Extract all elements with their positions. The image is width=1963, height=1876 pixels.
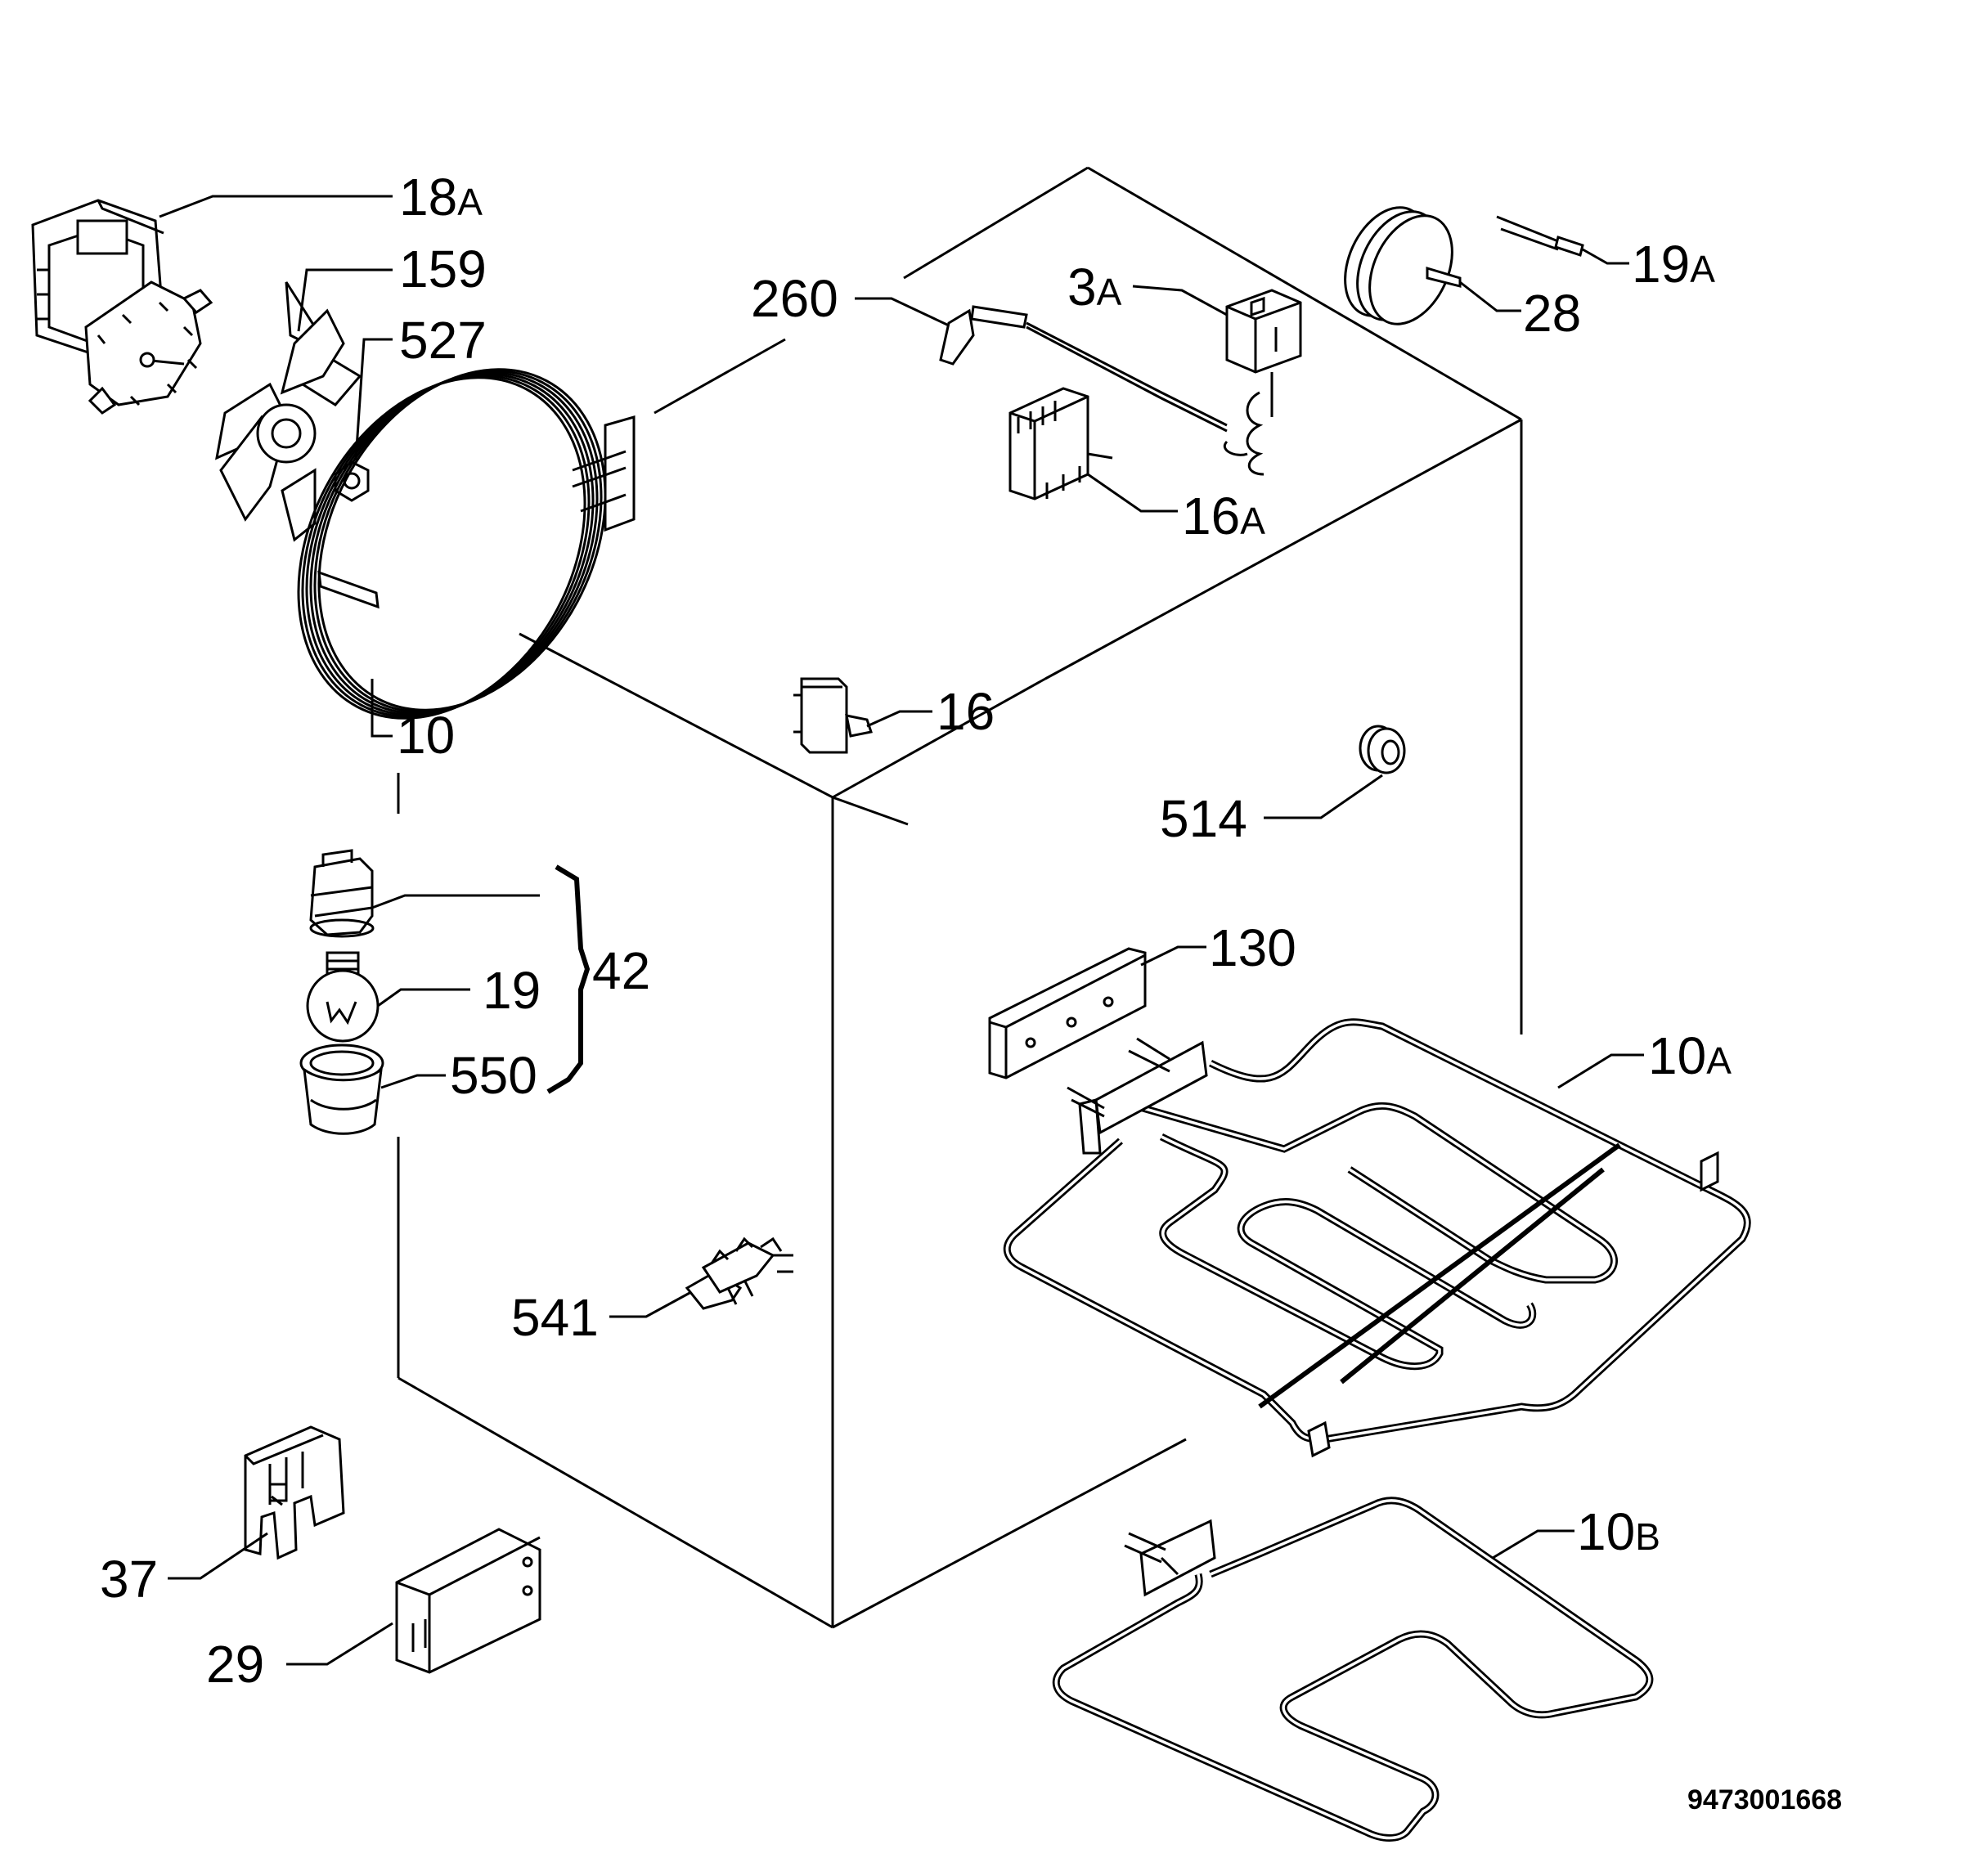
bottom-heating-element-part	[1052, 1497, 1654, 1842]
leader-19a	[1582, 248, 1629, 265]
wire-connector-part	[1496, 215, 1584, 257]
leader-159	[297, 268, 393, 332]
label-541: 541	[511, 1288, 599, 1347]
document-number: 9473001668	[1687, 1784, 1842, 1815]
terminal-block-part	[685, 1236, 793, 1310]
label-42: 42	[592, 941, 650, 1000]
fan-motor-part	[31, 199, 213, 415]
leader-527	[354, 338, 393, 461]
label-550: 550	[450, 1046, 537, 1105]
label-18a: 18A	[399, 168, 483, 227]
leader-16a	[1087, 473, 1178, 513]
label-16: 16	[937, 682, 995, 741]
leader-10b	[1492, 1529, 1574, 1560]
label-29: 29	[206, 1635, 264, 1694]
leader-29	[286, 1622, 393, 1666]
label-10b: 10B	[1577, 1502, 1660, 1561]
leader-541	[609, 1290, 692, 1318]
door-switch-part	[793, 677, 873, 754]
label-527: 527	[399, 311, 487, 370]
selector-switch-part	[1008, 387, 1113, 500]
mounting-bracket-part	[988, 947, 1147, 1079]
grommet-part	[1359, 725, 1406, 774]
leader-10a	[1557, 1053, 1644, 1089]
leader-19	[377, 988, 470, 1008]
leader-28	[1459, 281, 1521, 312]
lamp-holder-part	[309, 849, 375, 938]
leader-130	[1140, 945, 1206, 967]
leader-260	[855, 297, 950, 327]
lamp-cover-part	[299, 1043, 384, 1135]
light-bulb-part	[306, 951, 380, 1043]
hinge-part	[244, 1425, 345, 1560]
leader-3a	[1132, 285, 1228, 316]
leader-lamp-holder	[371, 894, 540, 909]
label-514: 514	[1160, 789, 1247, 848]
label-260: 260	[751, 269, 838, 328]
label-16a: 16A	[1182, 487, 1265, 545]
timer-knob-part	[1344, 206, 1462, 325]
circular-heating-element-part	[297, 368, 636, 720]
label-19a: 19A	[1632, 235, 1715, 294]
leader-10	[371, 679, 393, 738]
label-3a: 3A	[1067, 258, 1122, 316]
microswitch-part	[395, 1528, 541, 1674]
sensor-probe-part	[939, 305, 1228, 433]
leader-550	[380, 1074, 446, 1089]
label-19: 19	[483, 961, 541, 1020]
lamp-group-bracket	[546, 864, 591, 1094]
leader-514	[1264, 774, 1383, 819]
fan-blade-part	[215, 281, 362, 542]
label-10: 10	[397, 706, 455, 765]
leader-16	[866, 710, 932, 728]
label-37: 37	[100, 1550, 158, 1609]
label-28: 28	[1523, 284, 1581, 343]
thermostat-part	[1224, 289, 1302, 476]
label-159: 159	[399, 240, 487, 298]
grill-element-part	[1003, 1018, 1751, 1458]
oven-cabinet-outline	[397, 166, 1523, 1629]
leader-18a	[159, 195, 393, 218]
leader-37	[168, 1532, 268, 1580]
label-10a: 10A	[1648, 1026, 1732, 1085]
label-130: 130	[1209, 918, 1296, 977]
